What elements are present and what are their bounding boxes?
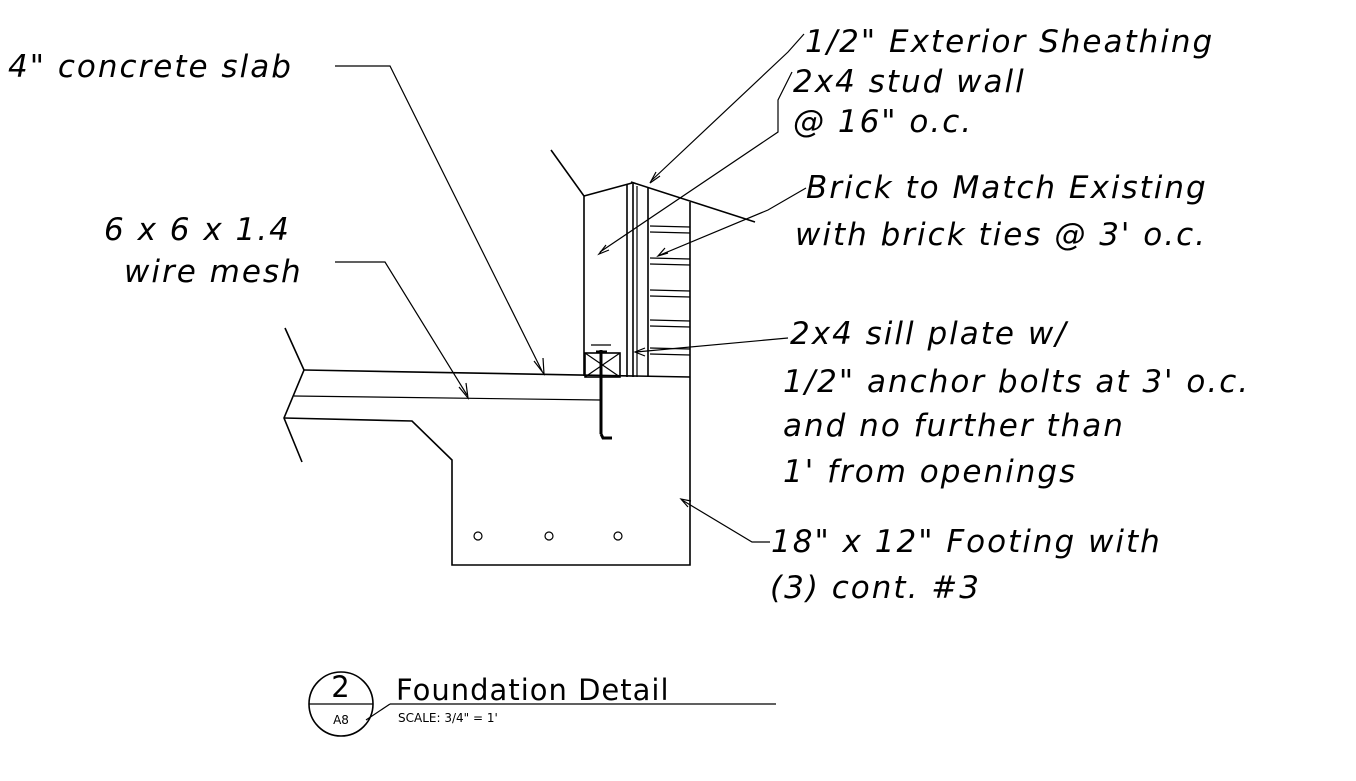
wire-mesh-line2: wire mesh [124, 254, 303, 290]
sill-plate [584, 352, 621, 378]
label-footing: 18" x 12" Footing with (3) cont. #3 [770, 524, 1162, 606]
brick-line2: with brick ties @ 3' o.c. [795, 217, 1207, 253]
exterior-sheathing-text: 1/2" Exterior Sheathing [805, 24, 1214, 60]
footing-line2: (3) cont. #3 [770, 570, 981, 606]
stud-wall [550, 149, 638, 377]
sill-line2: 1/2" anchor bolts at 3' o.c. [783, 364, 1250, 400]
sill-line4: 1' from openings [783, 454, 1077, 490]
brick-line1: Brick to Match Existing [806, 170, 1208, 206]
detail-number: 2 [331, 670, 350, 704]
leader-lines [335, 33, 807, 543]
label-stud-wall: 2x4 stud wall @ 16" o.c. [793, 64, 1026, 140]
title-block: 2 A8 Foundation Detail SCALE: 3/4" = 1' [308, 670, 776, 737]
concrete-slab-text: 4" concrete slab [8, 49, 293, 85]
stud-wall-line2: @ 16" o.c. [793, 104, 973, 140]
footing-line1: 18" x 12" Footing with [771, 524, 1162, 560]
stud-wall-line1: 2x4 stud wall [793, 64, 1026, 100]
label-exterior-sheathing: 1/2" Exterior Sheathing [805, 24, 1214, 60]
sheet-number: A8 [333, 713, 349, 727]
label-concrete-slab: 4" concrete slab [8, 49, 293, 85]
label-wire-mesh: 6 x 6 x 1.4 wire mesh [104, 212, 303, 290]
footing-outline [283, 327, 691, 566]
sill-line1: 2x4 sill plate w/ [790, 316, 1069, 352]
wire-mesh-line1: 6 x 6 x 1.4 [104, 212, 291, 248]
label-sill-plate: 2x4 sill plate w/ 1/2" anchor bolts at 3… [783, 316, 1250, 490]
sill-line3: and no further than [783, 408, 1125, 444]
label-brick: Brick to Match Existing with brick ties … [795, 170, 1208, 253]
rebar-dots [473, 531, 623, 541]
detail-title: Foundation Detail [396, 673, 670, 707]
brick-veneer [630, 181, 756, 377]
scale-text: SCALE: 3/4" = 1' [398, 711, 498, 725]
